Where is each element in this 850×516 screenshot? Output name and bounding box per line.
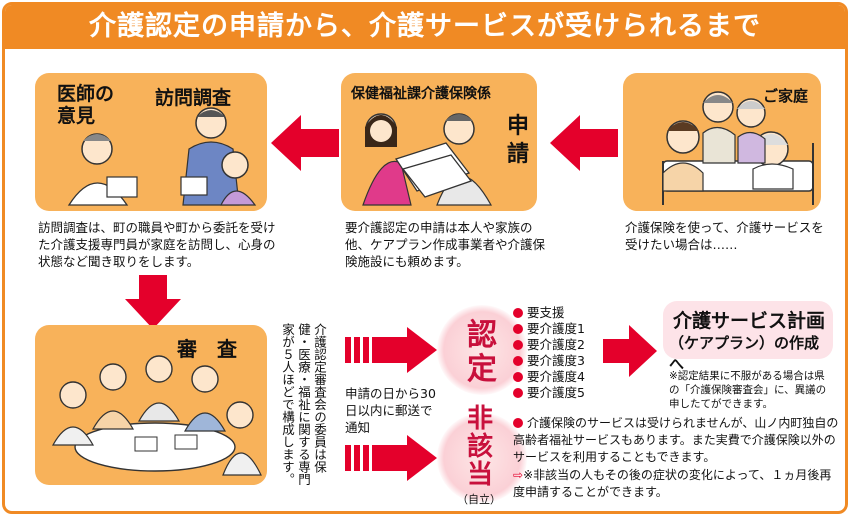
home-label: ご家庭	[763, 85, 808, 106]
careplan-title: 介護サービス計画	[673, 306, 825, 333]
notification-text: 申請の日から30日以内に郵送で通知	[345, 385, 443, 436]
list-item: 要介護度1	[513, 321, 603, 337]
arrow-to-careplan	[603, 325, 657, 377]
bullet-icon	[513, 340, 523, 350]
apply-label: 申請	[507, 113, 531, 169]
bullet-icon	[513, 418, 523, 428]
not-applicable-description: 介護保険のサービスは受けられませんが、山ノ内町独自の高齢者福祉サービスもあります…	[513, 415, 843, 466]
list-item: 要支援	[513, 305, 603, 321]
home-visit-label: 訪問調査	[155, 83, 231, 110]
arrow-apply-to-survey	[271, 115, 339, 171]
list-item: 要介護度4	[513, 369, 603, 385]
list-item: 要介護度3	[513, 353, 603, 369]
survey-description: 訪問調査は、町の職員や町から委託を受けた介護支援専門員が家庭を訪問し、心身の状態…	[38, 219, 276, 270]
bullet-icon	[513, 372, 523, 382]
home-description: 介護保険を使って、介護サービスを受けたい場合は……	[625, 219, 825, 253]
list-item: 要介護度5	[513, 385, 603, 401]
bullet-icon	[513, 308, 523, 318]
panel-survey: 医師の意見 訪問調査	[35, 73, 267, 211]
arrow-review-to-approved	[345, 327, 437, 373]
not-applicable-label: 非該当	[467, 405, 499, 489]
apply-description: 要介護認定の申請は本人や家族の他、ケアプラン作成事業者や介護保険施設にも頼めます…	[345, 219, 547, 270]
review-label: 審 査	[177, 333, 237, 362]
page-title: 介護認定の申請から、介護サービスが受けられるまで	[5, 5, 845, 49]
not-applicable-sub: （自立）	[457, 491, 501, 507]
arrow-right-icon: ⇨	[513, 468, 523, 482]
care-level-list: 要支援 要介護度1 要介護度2 要介護度3 要介護度4 要介護度5	[513, 305, 603, 401]
bullet-icon	[513, 324, 523, 334]
review-description: 介護認定審査会の委員は保健・医療・福祉に関する専門家が５人ほどで構成します。	[279, 323, 327, 495]
doctor-opinion-label: 医師の意見	[57, 83, 121, 127]
approved-label: 認定	[467, 319, 499, 387]
bullet-icon	[513, 388, 523, 398]
careplan-note: ※認定結果に不服がある場合は県の「介護保険審査会」に、異議の申したてができます。	[669, 369, 835, 411]
arrow-survey-to-review	[125, 275, 181, 329]
panel-review: 審 査	[35, 325, 267, 485]
list-item: 要介護度2	[513, 337, 603, 353]
arrow-review-to-not-applicable	[345, 435, 437, 481]
arrow-home-to-apply	[550, 115, 618, 171]
panel-home: ご家庭	[623, 73, 821, 211]
panel-apply: 保健福祉課介護保険係 申請	[341, 73, 537, 211]
office-label: 保健福祉課介護保険係	[351, 83, 491, 103]
careplan-box: 介護サービス計画 （ケアプラン）の作成へ	[663, 301, 833, 359]
careplan-sub: （ケアプラン）の作成へ	[669, 332, 833, 374]
not-applicable-note: ⇨※非該当の人もその後の症状の変化によって、１ヵ月後再度申請することができます。	[513, 467, 843, 501]
bullet-icon	[513, 356, 523, 366]
